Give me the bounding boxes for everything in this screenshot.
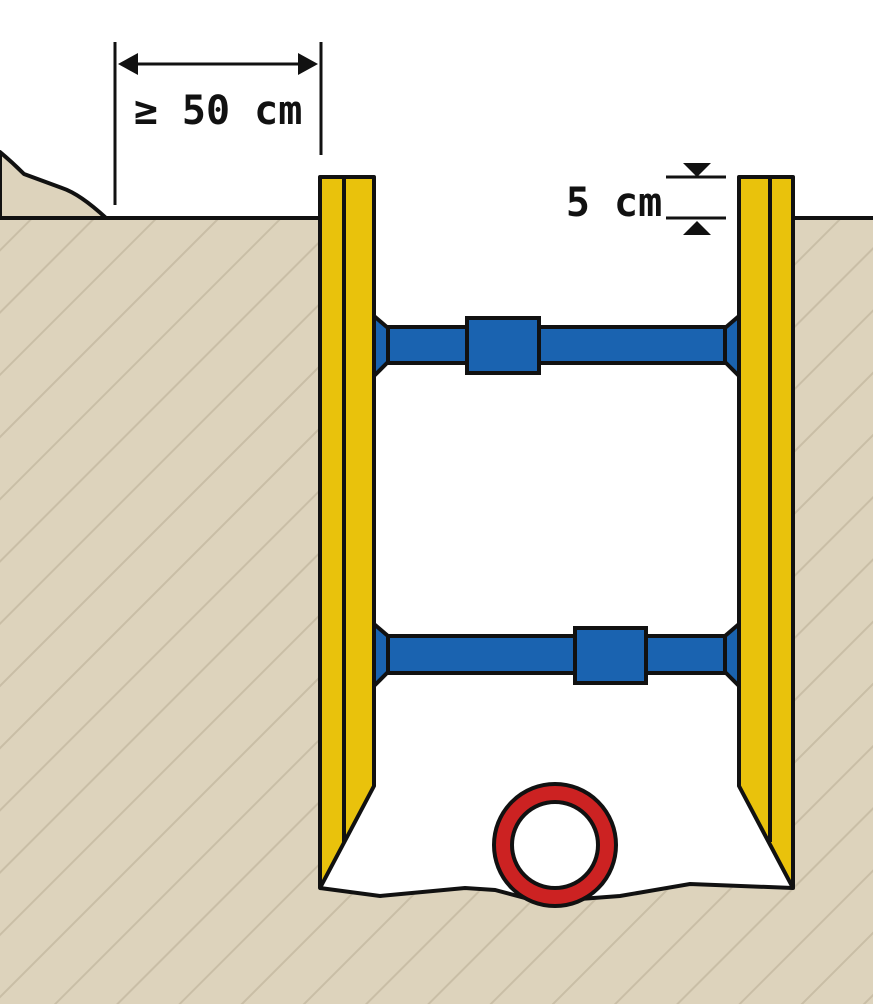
trench-bottom-line (319, 881, 794, 905)
setback-distance-label: ≥ 50 cm (134, 88, 303, 134)
upper-strut (372, 314, 741, 378)
dimension-arrow-right-icon (298, 53, 318, 75)
projection-arrow-up-icon (683, 221, 711, 235)
right-shoring-panel (737, 175, 795, 890)
pipe-cross-section (492, 782, 618, 908)
left-shoring-panel (318, 175, 376, 890)
shoring-projection-label: 5 cm (566, 180, 662, 226)
spoil-heap (0, 150, 108, 220)
setback-dimension: ≥ 50 cm (113, 42, 323, 205)
soil-ground (0, 218, 873, 1004)
projection-dimension: 5 cm (566, 163, 726, 235)
lower-strut (372, 622, 741, 688)
projection-arrow-down-icon (683, 163, 711, 177)
dimension-arrow-left-icon (118, 53, 138, 75)
